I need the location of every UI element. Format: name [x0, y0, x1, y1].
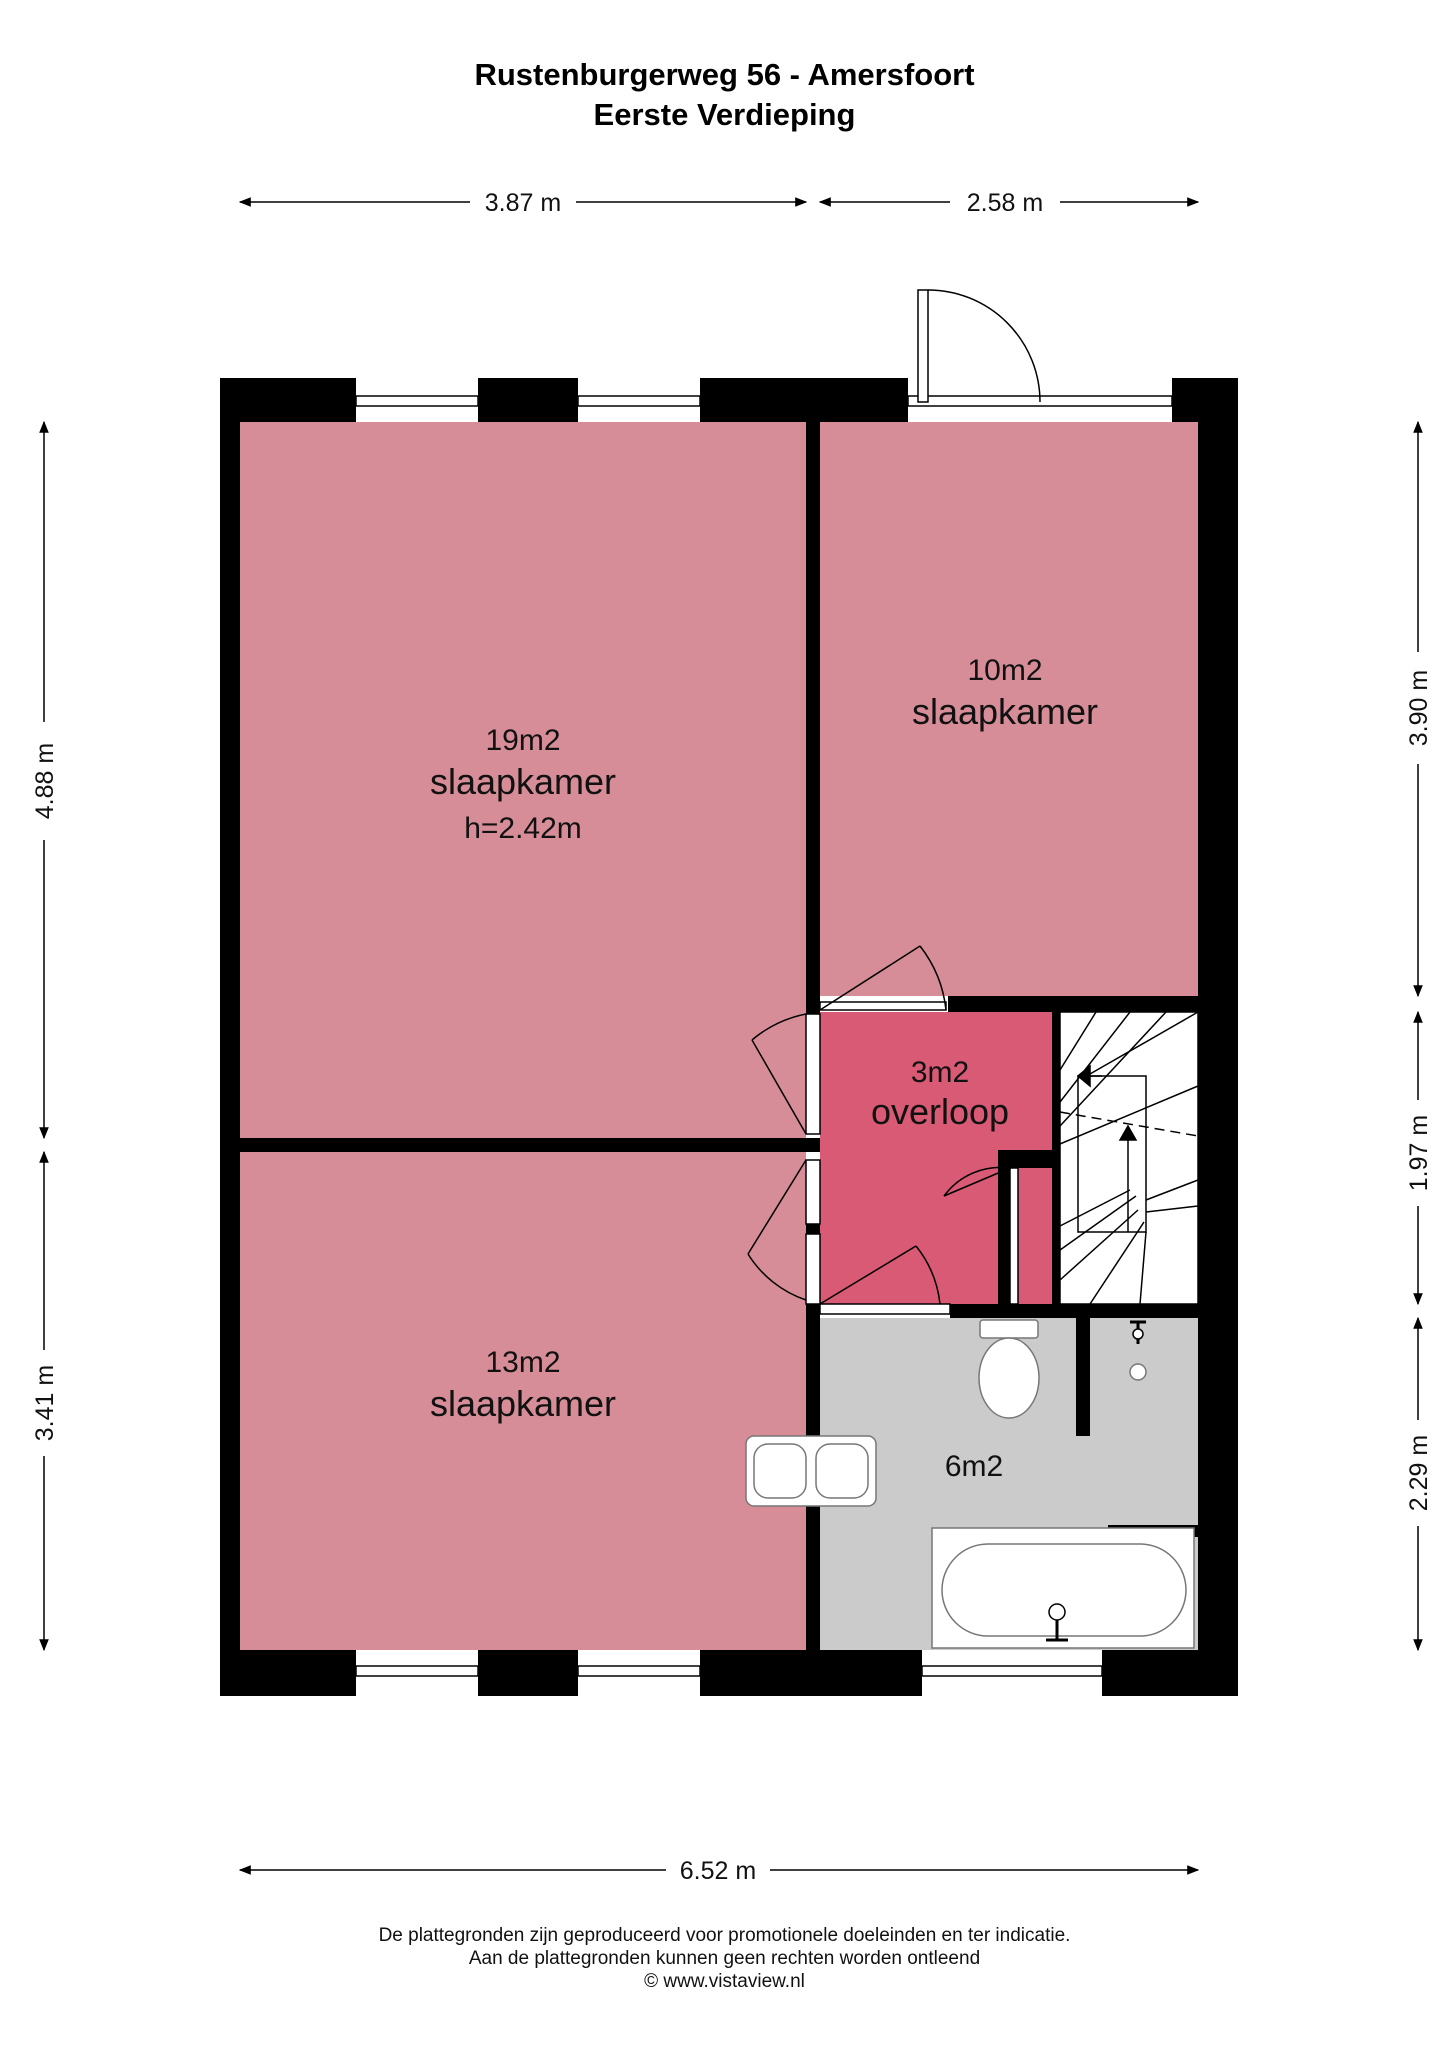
- bedroom-large-area: 19m2: [485, 724, 560, 757]
- disclaimer-line-1: De plattegronden zijn geproduceerd voor …: [378, 1925, 1071, 1946]
- staircase: [1059, 1011, 1199, 1305]
- dim-right-upper: 3.90 m: [1405, 670, 1433, 746]
- bedroom-bottom-area: 13m2: [485, 1346, 560, 1379]
- disclaimer-line-2: Aan de plattegronden kunnen geen rechten…: [468, 1948, 981, 1969]
- bedroom-small-area: 10m2: [967, 654, 1042, 687]
- dim-left-lower: 3.41 m: [31, 1365, 59, 1441]
- bedroom-large-height: h=2.42m: [464, 812, 582, 845]
- dim-top-right: 2.58 m: [967, 189, 1043, 217]
- copyright-line: © www.vistaview.nl: [644, 1971, 805, 1992]
- dim-right-lower: 2.29 m: [1405, 1435, 1433, 1511]
- dim-top-left: 3.87 m: [485, 189, 561, 217]
- landing-area: 3m2: [911, 1056, 969, 1089]
- toilet-bowl: [978, 1337, 1040, 1419]
- stair-area: [1060, 1012, 1198, 1304]
- shower-drain: [1129, 1363, 1147, 1381]
- outer-walls: [220, 378, 1238, 1696]
- doors: [747, 289, 1041, 1315]
- bathroom-area: 6m2: [945, 1450, 1003, 1483]
- room-bedroom-small: [820, 422, 1198, 996]
- plan-title: Rustenburgerweg 56 - Amersfoort: [474, 57, 975, 92]
- dimension-lines: [39, 197, 1423, 1875]
- bedroom-small-name: slaapkamer: [912, 691, 1098, 732]
- dim-right-middle: 1.97 m: [1405, 1115, 1433, 1191]
- bedroom-large-name: slaapkamer: [430, 761, 616, 802]
- room-bedroom-large: [240, 422, 806, 1138]
- dim-left-upper: 4.88 m: [31, 743, 59, 819]
- bedroom-bottom-name: slaapkamer: [430, 1383, 616, 1424]
- room-bedroom-bottom: [240, 1152, 806, 1650]
- plan-subtitle: Eerste Verdieping: [593, 97, 856, 132]
- bathroom-fixtures: [745, 1319, 1195, 1649]
- toilet-tank: [979, 1319, 1039, 1339]
- dim-bottom-total: 6.52 m: [680, 1857, 756, 1885]
- landing-name: overloop: [871, 1091, 1009, 1132]
